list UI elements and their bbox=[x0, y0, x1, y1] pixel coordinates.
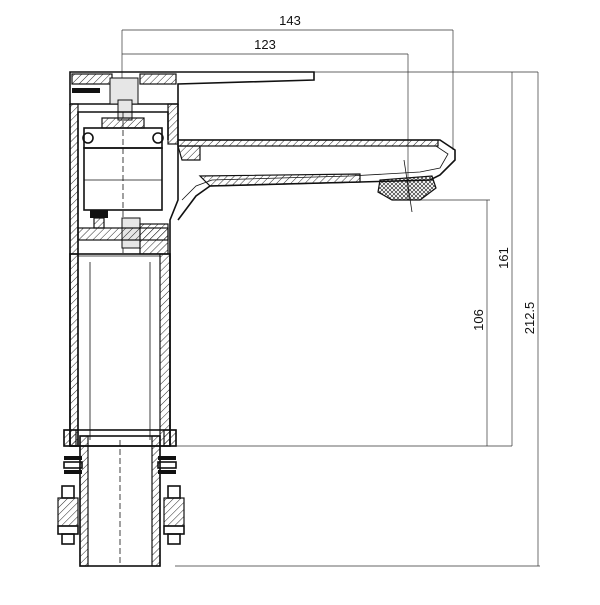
aerator bbox=[377, 175, 437, 201]
dimension-lines bbox=[121, 29, 540, 567]
faucet-body bbox=[57, 71, 456, 567]
left-hose-connector bbox=[57, 485, 79, 545]
dimension-161-label: 161 bbox=[496, 247, 511, 269]
column-body bbox=[69, 253, 171, 447]
dimension-143-label: 143 bbox=[279, 13, 301, 28]
dimension-123-label: 123 bbox=[254, 37, 276, 52]
mounting-shank bbox=[79, 435, 161, 567]
dimension-labels: 143 123 106 161 212.5 bbox=[254, 13, 537, 334]
right-hose-connector bbox=[163, 485, 185, 545]
spout bbox=[177, 139, 456, 221]
dimension-212-5-label: 212.5 bbox=[522, 302, 537, 335]
dimension-106-label: 106 bbox=[471, 309, 486, 331]
